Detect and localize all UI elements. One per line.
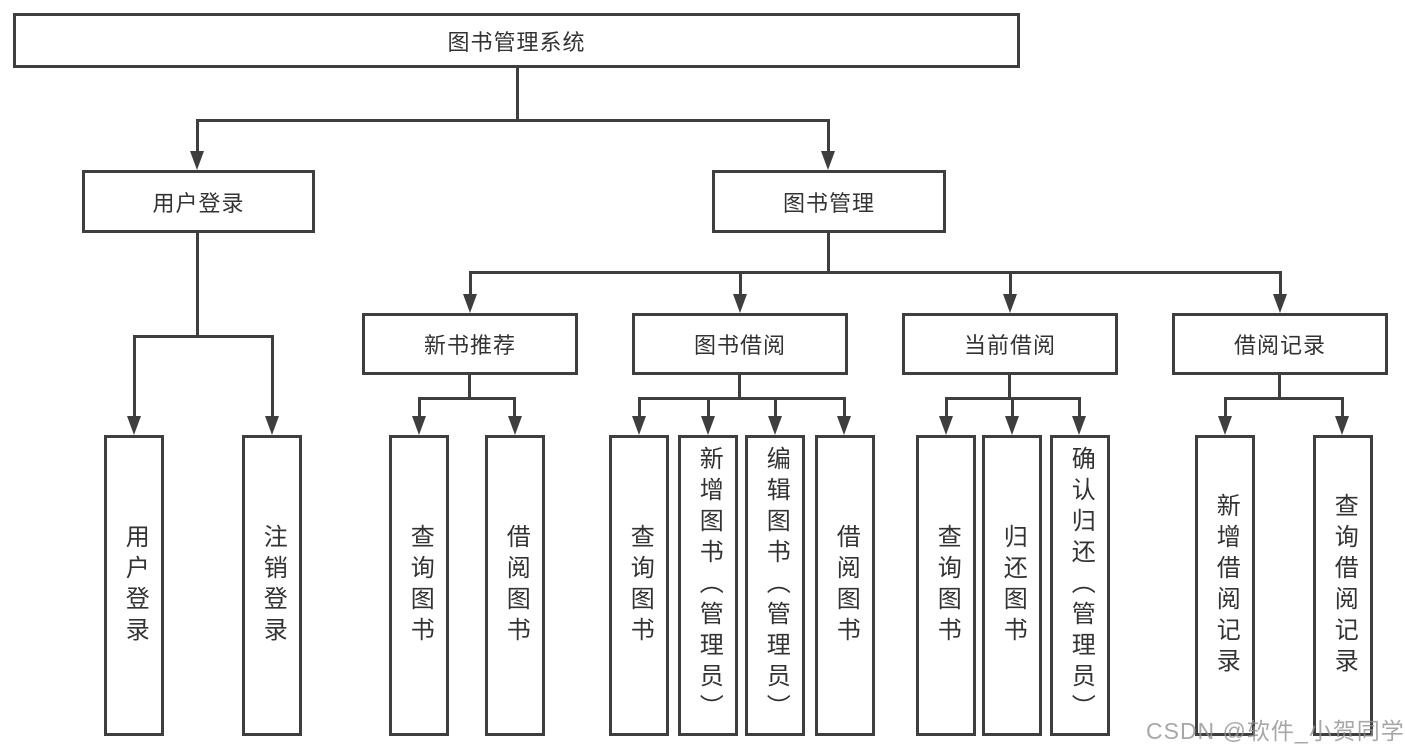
node-current-borrow: 当前借阅 [902,313,1118,375]
connector-current-borrow-stem-1 [945,397,948,417]
connector-borrow-records-bar [1224,397,1344,400]
node-new-books: 新书推荐 [362,313,578,375]
node-new-books-label: 新书推荐 [423,333,516,358]
leaf-br-add-record-label: 新增借阅记录 [1212,492,1240,679]
leaf-bb-edit-books-admin-label: 编辑图书（管理员） [762,446,790,725]
node-book-borrow-label: 图书借阅 [693,333,786,358]
arrowhead-cb-return [1005,416,1019,435]
leaf-cb-confirm-return-admin: 确认归还（管理员） [1050,435,1110,736]
arrowhead-bb-add [701,416,715,435]
connector-book-mgmt-bar [469,271,1281,274]
connector-book-borrow-stem-2 [707,397,710,417]
leaf-cb-query-books: 查询图书 [916,435,976,736]
leaf-nb-borrow-books: 借阅图书 [485,435,545,736]
arrowhead-br-add [1218,416,1232,435]
connector-new-books-stem-1 [418,397,421,417]
connector-user-login-trunk [196,233,199,337]
leaf-nb-query-books: 查询图书 [389,435,449,736]
connector-root-bar [196,119,830,122]
arrowhead-new-books [463,294,477,313]
arrowhead-br-query [1335,416,1349,435]
arrowhead-leaf-login [127,416,141,435]
leaf-bb-borrow-books: 借阅图书 [815,435,875,736]
leaf-br-add-record: 新增借阅记录 [1195,435,1255,736]
connector-borrow-records-stem-1 [1224,397,1227,417]
connector-current-borrow-trunk [1008,375,1011,399]
node-root-system: 图书管理系统 [13,13,1020,68]
connector-borrow-records-trunk [1278,375,1281,399]
arrowhead-user-login [190,151,204,170]
arrowhead-book-borrow [733,294,747,313]
leaf-cb-confirm-return-admin-label: 确认归还（管理员） [1067,446,1095,725]
connector-new-books-stem-2 [513,397,516,417]
leaf-cb-query-books-label: 查询图书 [933,523,961,648]
node-borrow-records: 借阅记录 [1172,313,1388,375]
node-book-borrow: 图书借阅 [632,313,848,375]
connector-user-login-stem-1 [133,335,136,417]
leaf-br-query-record-label: 查询借阅记录 [1330,492,1358,679]
connector-book-borrow-bar [638,397,846,400]
connector-book-mgmt-stem-4 [1279,271,1282,296]
connector-root-trunk [516,65,519,120]
arrowhead-cb-confirm [1072,416,1086,435]
arrowhead-nb-borrow [508,416,522,435]
node-user-login: 用户登录 [82,170,315,233]
arrowhead-bb-edit [768,416,782,435]
arrowhead-borrow-records [1273,294,1287,313]
arrowhead-bb-query [632,416,646,435]
arrowhead-book-mgmt [821,151,835,170]
arrowhead-current-borrow [1003,294,1017,313]
leaf-bb-query-books: 查询图书 [609,435,669,736]
leaf-cb-return-books-label: 归还图书 [999,523,1027,648]
node-user-login-label: 用户登录 [152,190,245,216]
leaf-nb-query-books-label: 查询图书 [406,523,434,648]
node-root-system-label: 图书管理系统 [447,29,586,55]
connector-root-stem-left [196,119,199,153]
node-book-mgmt: 图书管理 [712,170,946,233]
connector-book-mgmt-stem-2 [739,271,742,296]
leaf-user-login-label: 用户登录 [121,523,149,648]
node-current-borrow-label: 当前借阅 [963,333,1056,358]
connector-book-mgmt-stem-3 [1009,271,1012,296]
node-book-mgmt-label: 图书管理 [782,190,875,216]
connector-book-mgmt-stem-1 [469,271,472,296]
arrowhead-leaf-logout [265,416,279,435]
leaf-bb-add-books-admin-label: 新增图书（管理员） [695,446,723,725]
connector-book-borrow-stem-3 [774,397,777,417]
connector-current-borrow-stem-2 [1011,397,1014,417]
connector-new-books-trunk [468,375,471,399]
leaf-bb-borrow-books-label: 借阅图书 [832,523,860,648]
connector-current-borrow-stem-3 [1078,397,1081,417]
leaf-cb-return-books: 归还图书 [982,435,1042,736]
csdn-watermark: CSDN @软件_小贺同学 [1146,718,1405,744]
arrowhead-nb-query [412,416,426,435]
connector-book-borrow-stem-4 [843,397,846,417]
arrowhead-bb-borrow [837,416,851,435]
leaf-nb-borrow-books-label: 借阅图书 [502,523,530,648]
connector-book-borrow-trunk [738,375,741,399]
leaf-br-query-record: 查询借阅记录 [1313,435,1373,736]
connector-book-borrow-stem-1 [638,397,641,417]
connector-root-stem-right [827,119,830,153]
leaf-logout-label: 注销登录 [259,523,287,648]
connector-user-login-stem-2 [271,335,274,417]
leaf-bb-add-books-admin: 新增图书（管理员） [678,435,738,736]
connector-new-books-bar [418,397,516,400]
connector-user-login-bar [133,335,273,338]
arrowhead-cb-query [939,416,953,435]
node-borrow-records-label: 借阅记录 [1233,333,1326,358]
leaf-logout: 注销登录 [242,435,302,736]
leaf-bb-edit-books-admin: 编辑图书（管理员） [745,435,805,736]
leaf-user-login: 用户登录 [104,435,164,736]
leaf-bb-query-books-label: 查询图书 [626,523,654,648]
connector-book-mgmt-trunk [827,233,830,274]
connector-borrow-records-stem-2 [1341,397,1344,417]
